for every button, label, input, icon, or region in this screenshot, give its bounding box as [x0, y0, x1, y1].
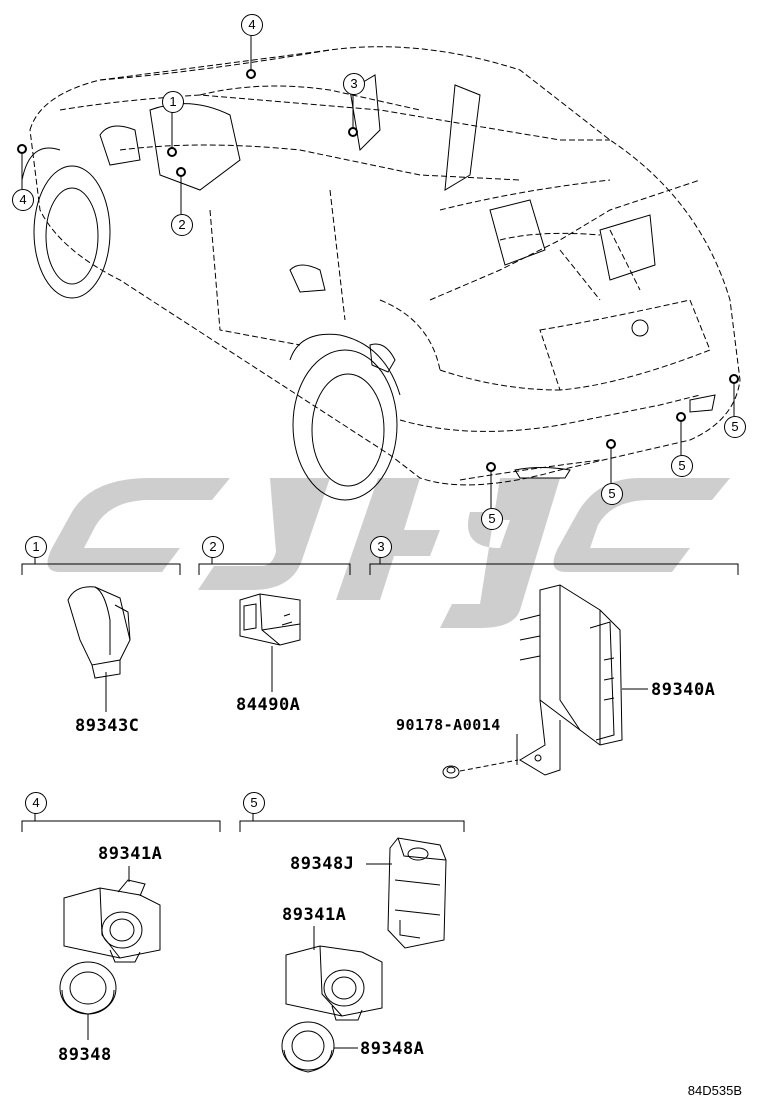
callout-3: 3: [343, 73, 365, 95]
part-89341A-s4-drawing: [63, 866, 161, 963]
callout-4-left: 4: [12, 189, 34, 211]
section-1-marker: 1: [25, 536, 47, 558]
part-label-84490A[interactable]: 84490A: [236, 695, 301, 715]
section-5-marker: 5: [243, 792, 265, 814]
part-label-89341A-section5[interactable]: 89341A: [282, 905, 347, 925]
part-89343C-drawing: [67, 586, 131, 712]
diagram-code: 84D535B: [687, 1083, 742, 1098]
callout-5-a: 5: [481, 508, 503, 530]
callout-2: 2: [171, 214, 193, 236]
vehicle-outline: [29, 46, 741, 486]
section-brackets: [21, 556, 739, 832]
part-label-89343C[interactable]: 89343C: [75, 716, 140, 736]
callout-1: 1: [162, 91, 184, 113]
part-89348J-drawing: [366, 837, 447, 949]
callout-5-b: 5: [601, 483, 623, 505]
callout-5-c: 5: [671, 455, 693, 477]
part-90178-A0014-drawing: [442, 759, 519, 779]
part-89340A-drawing: [516, 584, 648, 776]
part-label-89341A-section4[interactable]: 89341A: [98, 844, 163, 864]
section-4-marker: 4: [25, 792, 47, 814]
vehicle-solid-details: [21, 74, 716, 501]
callout-5-d: 5: [724, 416, 746, 438]
car-callout-leaders: [17, 36, 739, 508]
section-2-marker: 2: [202, 536, 224, 558]
watermark-logo: [47, 478, 730, 628]
part-label-90178-A0014[interactable]: 90178-A0014: [396, 716, 501, 734]
part-84490A-drawing: [239, 593, 301, 692]
part-89348-drawing: [59, 961, 117, 1040]
part-label-89348[interactable]: 89348: [58, 1045, 112, 1065]
part-label-89348J[interactable]: 89348J: [290, 854, 355, 874]
part-89348A-drawing: [281, 1021, 358, 1073]
part-89341A-s5-drawing: [285, 926, 383, 1021]
section-3-marker: 3: [370, 536, 392, 558]
callout-4-top: 4: [241, 14, 263, 36]
part-label-89340A[interactable]: 89340A: [651, 680, 716, 700]
part-label-89348A[interactable]: 89348A: [360, 1039, 425, 1059]
